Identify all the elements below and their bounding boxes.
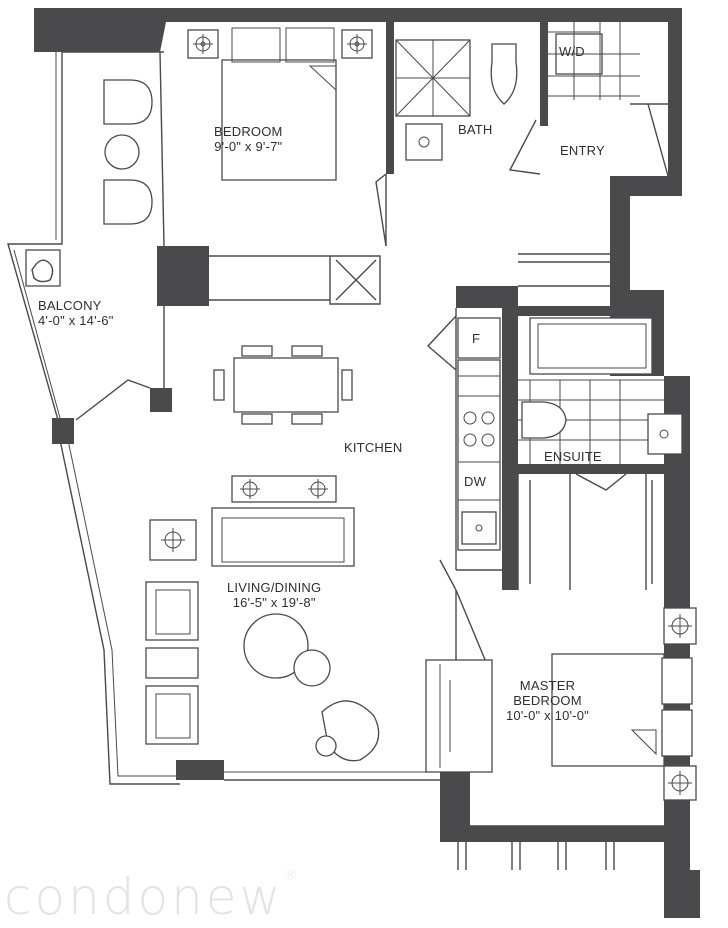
entry-door (630, 103, 669, 177)
bath-label: BATH (458, 122, 493, 137)
entry-right-wall (610, 176, 682, 290)
master-bottom-wall (440, 770, 664, 842)
ensuite-top-wall (518, 306, 664, 316)
living-furniture (145, 475, 380, 762)
armchair-bottom (145, 685, 199, 745)
round-stool (293, 649, 331, 687)
watermark-registered: ® (283, 868, 301, 884)
bathtub (529, 317, 653, 375)
doors (75, 103, 669, 663)
master-closet-door (439, 559, 457, 591)
right-outer-wall (664, 376, 690, 590)
ensuite-fixtures (518, 317, 683, 464)
bedroom-door (375, 173, 387, 247)
ensuite-partitions (517, 474, 653, 590)
living-window-wall (59, 439, 440, 785)
master-size: 10'-0" x 10'-0" (506, 708, 589, 723)
balcony-door (75, 379, 151, 421)
ensuite-sink (647, 413, 683, 455)
bedroom-bottom-wall (209, 255, 381, 305)
master-bed (551, 653, 665, 767)
kitchen-sink (461, 511, 497, 545)
balcony-name: BALCONY (38, 298, 102, 313)
living-bottom-column (176, 760, 224, 780)
wardrobe-cross (335, 259, 377, 301)
bedroom-label: BEDROOM 9'-0" x 9'-7" (214, 124, 283, 154)
top-wall (178, 8, 682, 22)
kitchen-upper-wall (456, 286, 518, 308)
ensuite-bottom-wall (518, 464, 664, 474)
living-label: LIVING/DINING 16'-5" x 19'-8" (227, 580, 321, 610)
fridge-label: F (472, 331, 481, 346)
top-right-column (668, 8, 682, 176)
balcony-inner-rail (13, 52, 61, 419)
bedroom-column (157, 246, 209, 306)
living-window-inner (67, 439, 440, 777)
burner-3 (463, 433, 477, 447)
balcony-outline (7, 51, 165, 421)
dining-table (233, 357, 339, 413)
balcony-label: BALCONY 4'-0" x 14'-6" (38, 298, 114, 328)
bath-wall-right (540, 22, 548, 126)
watermark: condonew® (4, 868, 300, 926)
master-dresser (425, 659, 493, 773)
top-left-wall (34, 8, 178, 52)
master-bottom-right-wall (664, 820, 700, 918)
burner-4 (481, 433, 495, 447)
outlines (7, 51, 664, 870)
dishwasher-label: DW (464, 474, 487, 489)
watermark-text: condonew (4, 868, 284, 926)
kitchen-divider (502, 308, 518, 590)
burner-2 (481, 411, 495, 425)
entry-label: ENTRY (560, 143, 605, 158)
balcony-chair-top (103, 79, 153, 125)
master-pillow-2 (661, 709, 693, 757)
master-label: MASTER BEDROOM 10'-0" x 10'-0" (506, 678, 589, 723)
balcony-table (104, 134, 140, 170)
master-name2: BEDROOM (513, 693, 582, 708)
balcony-chair-bottom (103, 179, 153, 225)
bath-sink (405, 123, 443, 161)
master-furniture (425, 607, 697, 801)
toilet (490, 43, 518, 105)
kitchen-fixtures (213, 317, 501, 551)
master-window (470, 825, 664, 835)
living-size: 16'-5" x 19'-8" (232, 595, 316, 610)
balcony-plant (25, 249, 61, 287)
bedroom-size: 9'-0" x 9'-7" (214, 139, 283, 154)
window-post (52, 418, 74, 444)
ensuite-label: ENSUITE (544, 449, 602, 464)
balcony-furniture (25, 79, 153, 287)
entry-corridor (518, 253, 610, 287)
burner-1 (463, 411, 477, 425)
ensuite-toilet (521, 401, 567, 439)
round-table (243, 613, 309, 679)
master-name: MASTER (519, 678, 576, 693)
fridge (457, 317, 501, 359)
bedroom-furniture (187, 27, 373, 181)
bedroom-name: BEDROOM (214, 124, 283, 139)
balcony-size: 4'-0" x 14'-6" (38, 313, 114, 328)
kitchen-left-wall (455, 308, 502, 571)
ensuite-door (575, 473, 627, 491)
bath-door (508, 119, 541, 175)
ottoman (145, 647, 199, 679)
master-door (455, 589, 487, 663)
armchair-top (145, 581, 199, 641)
kitchen-door (426, 315, 457, 371)
bath-fixtures (395, 22, 640, 161)
balcony-post (150, 388, 172, 412)
sofa (211, 507, 355, 567)
living-name: LIVING/DINING (227, 580, 322, 595)
wd-label: W/D (559, 44, 585, 59)
master-pillow-1 (661, 657, 693, 705)
master-window-mullions (457, 826, 615, 870)
bed (221, 59, 337, 181)
kitchen-label: KITCHEN (344, 440, 403, 455)
bath-wall-left (386, 22, 394, 174)
